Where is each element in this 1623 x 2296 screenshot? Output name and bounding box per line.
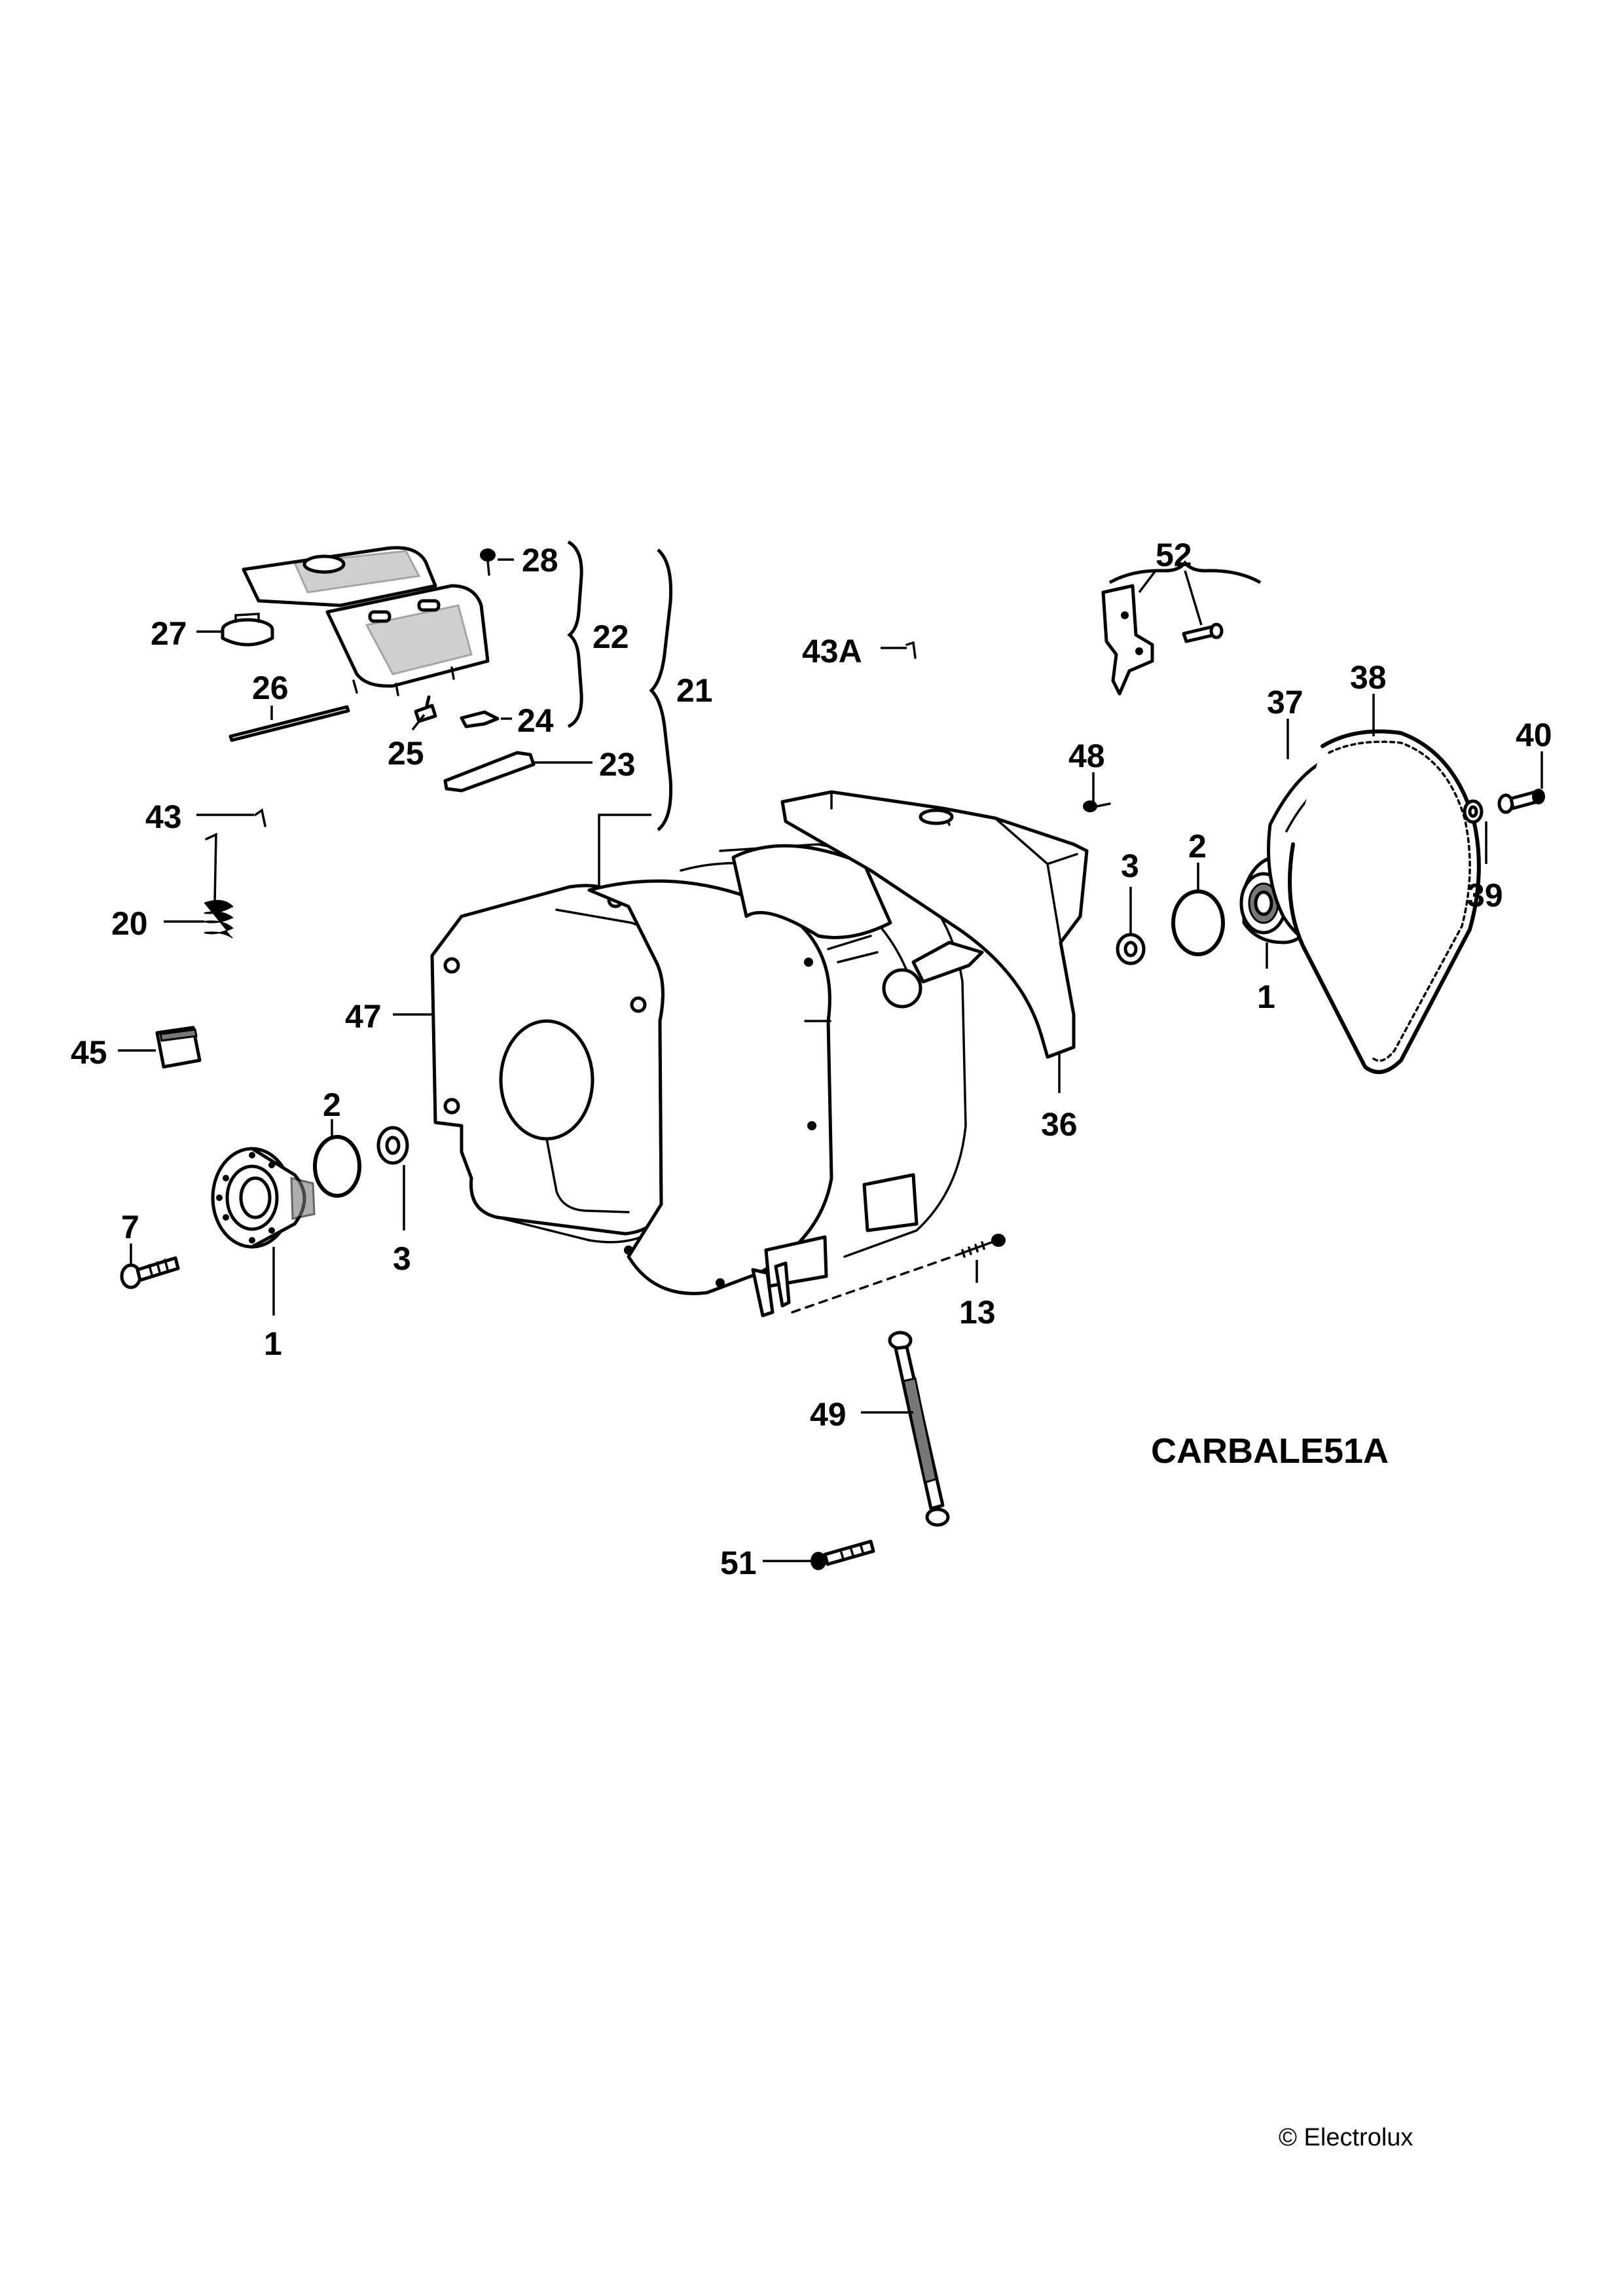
callout-22: 22 <box>593 619 629 655</box>
callout-38: 38 <box>1350 659 1387 696</box>
o-ring-right <box>1171 889 1225 956</box>
callout-52: 52 <box>1156 537 1192 573</box>
bearing-flange-left <box>211 1147 316 1249</box>
rod-26 <box>228 705 350 742</box>
callout-48: 48 <box>1068 738 1105 774</box>
callout-40: 40 <box>1516 717 1552 753</box>
counterweight-36 <box>780 790 1089 1059</box>
callout-28: 28 <box>522 542 558 579</box>
bracket-21 <box>649 548 673 831</box>
callout-47: 47 <box>345 998 382 1035</box>
callout-25: 25 <box>388 735 424 772</box>
callout-39: 39 <box>1467 877 1503 914</box>
filter-cover-assembly <box>242 546 490 696</box>
bracket-52 <box>1101 584 1224 696</box>
clip-25 <box>414 695 437 723</box>
callout-43a: 43A <box>802 633 862 670</box>
callout-49: 49 <box>810 1396 847 1433</box>
screw-13 <box>955 1234 1006 1258</box>
dashed-guide-line <box>791 1255 954 1314</box>
o-ring-left <box>313 1135 361 1198</box>
callout-26: 26 <box>252 670 289 706</box>
profile-23 <box>443 751 536 793</box>
bolt-40 <box>1497 789 1545 814</box>
callout-27: 27 <box>151 615 187 652</box>
callout-1-right: 1 <box>1257 978 1275 1015</box>
callout-13: 13 <box>959 1294 996 1331</box>
washer-left <box>376 1126 409 1165</box>
hook-43a <box>905 641 917 659</box>
washer-right <box>1116 933 1146 965</box>
hook-43 <box>254 808 266 827</box>
callout-21: 21 <box>676 672 713 709</box>
bracket-52-brace <box>1108 560 1262 584</box>
callout-37: 37 <box>1267 684 1304 721</box>
callout-7: 7 <box>121 1209 139 1246</box>
callout-45: 45 <box>71 1034 107 1071</box>
leader-25 <box>411 713 426 731</box>
copyright-notice: © Electrolux <box>1279 2124 1413 2151</box>
spring-20 <box>204 833 234 939</box>
callout-24: 24 <box>517 702 554 739</box>
leader-21 <box>598 814 651 887</box>
callout-36: 36 <box>1041 1106 1078 1143</box>
knob-27 <box>221 613 274 647</box>
callout-3-left: 3 <box>393 1240 411 1277</box>
tub-front-47 <box>430 884 807 1244</box>
callout-51: 51 <box>720 1545 757 1581</box>
belt-38 <box>1288 729 1481 1074</box>
leader-52 <box>1138 569 1203 626</box>
tub-body <box>587 843 984 1318</box>
callout-43: 43 <box>145 798 182 835</box>
bolt-51 <box>811 1539 875 1570</box>
callout-1-left: 1 <box>264 1325 282 1362</box>
callout-2-right: 2 <box>1188 828 1207 865</box>
clip-24 <box>460 710 500 728</box>
bolt-7 <box>120 1256 180 1289</box>
bracket-22 <box>567 540 583 728</box>
callout-20: 20 <box>111 905 148 942</box>
callout-23: 23 <box>599 746 636 783</box>
diagram-code: CARBALE51A <box>1151 1431 1389 1471</box>
screw-48 <box>1083 800 1111 812</box>
callout-2-left: 2 <box>323 1086 341 1123</box>
screw-28 <box>480 548 496 576</box>
shock-absorber-49 <box>888 1331 950 1527</box>
callout-3-right: 3 <box>1121 848 1139 884</box>
block-45 <box>155 1026 202 1069</box>
washer-39 <box>1463 799 1484 824</box>
